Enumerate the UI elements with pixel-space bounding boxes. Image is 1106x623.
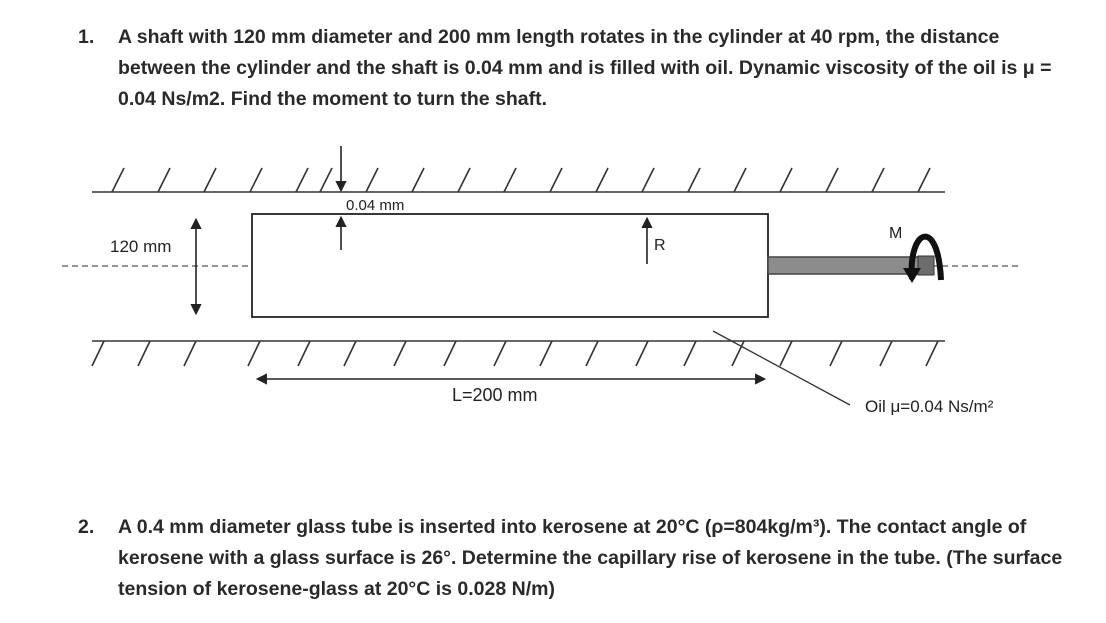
oil-label: Oil μ=0.04 Ns/m²	[865, 397, 994, 416]
top-wall	[92, 167, 945, 193]
radius-label: R	[654, 237, 666, 254]
diameter-label: 120 mm	[110, 237, 171, 256]
problem-2: 2. A 0.4 mm diameter glass tube is inser…	[78, 512, 1088, 605]
problem-number: 1.	[78, 26, 95, 48]
moment-arrow	[908, 233, 944, 281]
moment-label: M	[889, 225, 902, 242]
problem-1: 1. A shaft with 120 mm diameter and 200 …	[78, 22, 1068, 115]
oil-leader	[712, 330, 851, 406]
problem-text: A 0.4 mm diameter glass tube is inserted…	[118, 516, 1063, 600]
problem-text: A shaft with 120 mm diameter and 200 mm …	[118, 26, 1052, 110]
problem-number: 2.	[78, 516, 95, 538]
shaft	[251, 213, 769, 318]
shaft-rod	[767, 256, 929, 275]
rod-end	[917, 255, 935, 276]
gap-label: 0.04 mm	[346, 197, 404, 214]
bottom-wall	[91, 340, 945, 367]
length-label: L=200 mm	[452, 385, 538, 405]
moment-arrowhead	[903, 268, 921, 283]
